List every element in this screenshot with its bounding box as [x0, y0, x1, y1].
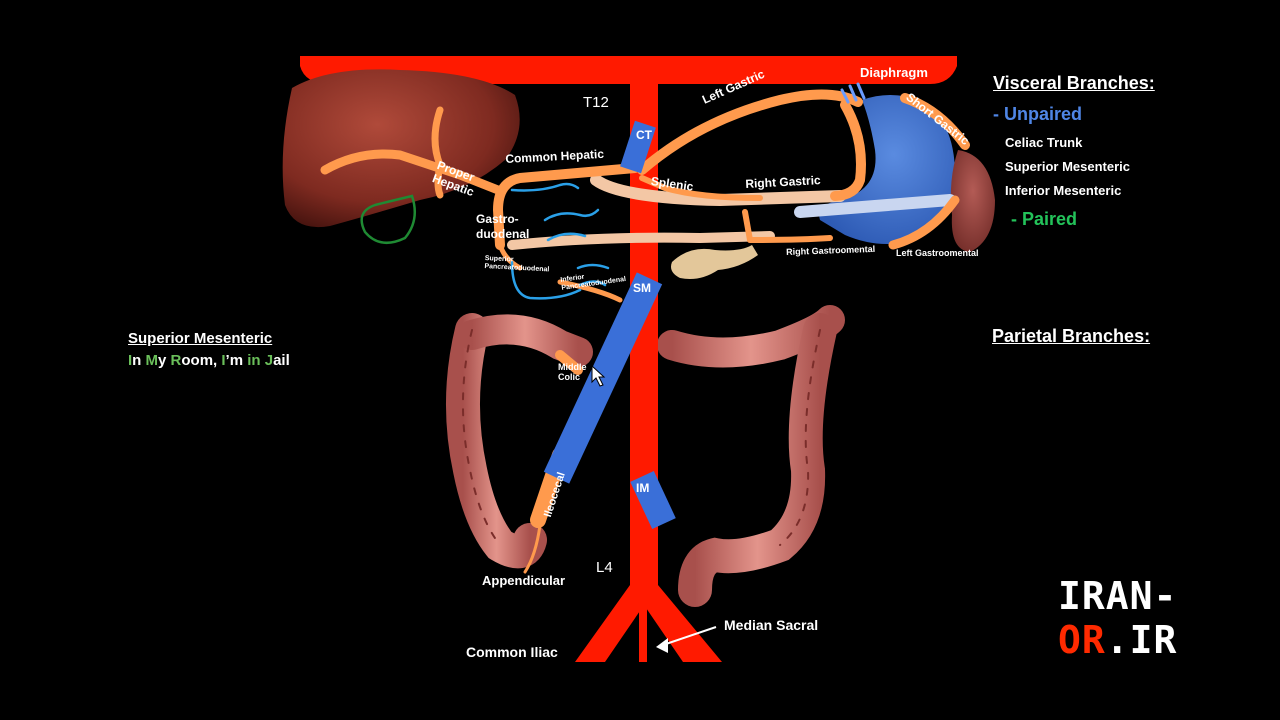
label-gastroduodenal-line2: duodenal — [476, 227, 529, 242]
label-diaphragm: Diaphragm — [860, 65, 928, 80]
label-median-sacral: Median Sacral — [724, 617, 818, 633]
label-appendicular: Appendicular — [482, 573, 565, 588]
label-gastroduodenal: Gastro- duodenal — [476, 212, 529, 242]
mnemonic-part: n — [132, 352, 145, 369]
mnemonic-title: Superior Mesenteric — [128, 330, 272, 347]
mnemonic-text: In My Room, I’m in Jail — [128, 352, 290, 369]
parietal-branches-title: Parietal Branches: — [992, 326, 1150, 347]
mnemonic-part: in — [247, 352, 265, 369]
paired-heading: - Paired — [1011, 209, 1077, 230]
liver — [283, 69, 520, 227]
label-t12: T12 — [583, 94, 609, 111]
mnemonic-part: y — [158, 352, 171, 369]
mnemonic-part: ail — [273, 352, 290, 369]
unpaired-item-celiac: Celiac Trunk — [1005, 135, 1082, 150]
label-middle-colic-line2: Colic — [558, 372, 587, 382]
mnemonic-part: M — [146, 352, 159, 369]
label-ct: CT — [636, 128, 652, 142]
label-middle-colic: Middle Colic — [558, 362, 587, 382]
brand-mid: OR — [1058, 618, 1106, 662]
brand-left: IRAN- — [1058, 574, 1177, 618]
median-sacral-artery — [639, 600, 647, 662]
mnemonic-part: oom, — [181, 352, 221, 369]
label-gastroduodenal-line1: Gastro- — [476, 212, 529, 227]
label-im: IM — [636, 481, 649, 495]
visceral-branches-title: Visceral Branches: — [993, 73, 1155, 94]
label-l4: L4 — [596, 559, 613, 576]
label-left-gastroomental: Left Gastroomental — [896, 248, 979, 258]
label-sm: SM — [633, 281, 651, 295]
unpaired-item-superior-mesenteric: Superior Mesenteric — [1005, 159, 1130, 174]
median-sacral-arrowhead — [656, 638, 668, 653]
pancreas — [671, 245, 758, 279]
label-common-iliac: Common Iliac — [466, 644, 558, 660]
mnemonic-part: R — [171, 352, 182, 369]
label-middle-colic-line1: Middle — [558, 362, 587, 372]
mnemonic-part: J — [265, 352, 273, 369]
brand-watermark: IRAN-OR.IR — [1058, 574, 1280, 662]
unpaired-item-inferior-mesenteric: Inferior Mesenteric — [1005, 183, 1121, 198]
brand-right: .IR — [1106, 618, 1178, 662]
mnemonic-part: ’m — [226, 352, 248, 369]
label-superior-pancreatoduodenal: Superior Pancreatoduodenal — [484, 255, 550, 274]
unpaired-heading: - Unpaired — [993, 104, 1082, 125]
